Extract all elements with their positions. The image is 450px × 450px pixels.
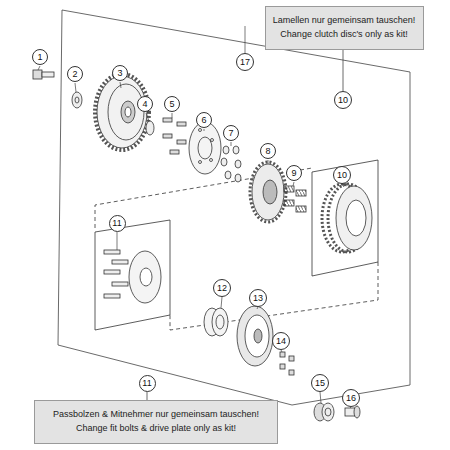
callout-number: 12 — [213, 279, 231, 297]
callout-number: 15 — [311, 374, 329, 392]
callout-text: 7 — [228, 128, 233, 138]
callout-number: 3 — [112, 65, 128, 81]
note-box: Passbolzen & Mitnehmer nur gemeinsam tau… — [34, 400, 278, 444]
callout-text: 3 — [117, 68, 122, 78]
note-box: Lamellen nur gemeinsam tauschen! Change c… — [265, 6, 424, 50]
leader-connector — [343, 50, 344, 92]
callout-text: 16 — [346, 393, 356, 403]
callout-text: 8 — [265, 146, 270, 156]
pressure-plate — [237, 306, 273, 366]
group-dash — [170, 262, 378, 330]
callout-number: 17 — [236, 53, 254, 71]
callout-text: 10 — [337, 170, 347, 180]
kit-outline — [58, 10, 410, 405]
note-text: Change fit bolts & drive plate only as k… — [41, 423, 271, 434]
callout-number: 10 — [333, 166, 351, 184]
leader-lines — [38, 26, 351, 408]
callout-text: 13 — [253, 293, 263, 303]
callout-number: 1 — [32, 49, 48, 65]
springs — [284, 186, 306, 212]
callout-number: 7 — [223, 125, 239, 141]
callout-text: 17 — [240, 57, 250, 67]
note-text: Lamellen nur gemeinsam tauschen! — [272, 15, 417, 26]
callout-text: 6 — [201, 115, 206, 125]
note-text: Passbolzen & Mitnehmer nur gemeinsam tau… — [41, 409, 271, 420]
callout-text: 1 — [37, 52, 42, 62]
bolt-frame — [95, 220, 170, 330]
callout-text: 12 — [217, 283, 227, 293]
clutch-hub — [250, 162, 286, 222]
callout-text: 11 — [112, 218, 121, 228]
callout-number: 8 — [260, 143, 276, 159]
clutch-basket — [95, 74, 149, 150]
note-text: Change clutch disc's only as kit! — [272, 29, 417, 40]
callout-text: 9 — [291, 168, 296, 178]
nuts — [280, 352, 294, 375]
disc-frame — [312, 160, 378, 276]
callout-number: 14 — [272, 332, 290, 350]
callout-number: 9 — [286, 165, 302, 181]
washers — [204, 308, 228, 336]
callout-text: 5 — [169, 99, 174, 109]
washer — [72, 92, 82, 108]
callout-text: 4 — [142, 99, 147, 109]
bearing — [314, 403, 334, 421]
bolt — [33, 70, 54, 79]
rollers — [221, 146, 241, 182]
leader-connector — [147, 392, 148, 401]
callout-number: 2 — [67, 66, 83, 82]
callout-number: 5 — [164, 96, 180, 112]
fit-bolts — [104, 250, 161, 303]
pins — [163, 118, 186, 154]
callout-number: 10 — [334, 91, 352, 109]
callout-number: 6 — [196, 112, 212, 128]
callout-number: 13 — [249, 289, 267, 307]
callout-text: 15 — [315, 378, 325, 388]
plate — [189, 122, 221, 174]
callout-number: 4 — [137, 96, 153, 112]
callout-text: 14 — [276, 336, 286, 346]
callout-number: 11 — [109, 215, 126, 232]
washer — [146, 121, 154, 135]
thrust-piece — [345, 406, 360, 418]
callout-text: 2 — [72, 69, 77, 79]
callout-number: 16 — [342, 389, 360, 407]
callout-text: 10 — [338, 95, 348, 105]
callout-number: 11 — [139, 375, 156, 392]
callout-text: 11 — [142, 378, 151, 388]
clutch-discs — [322, 184, 372, 252]
